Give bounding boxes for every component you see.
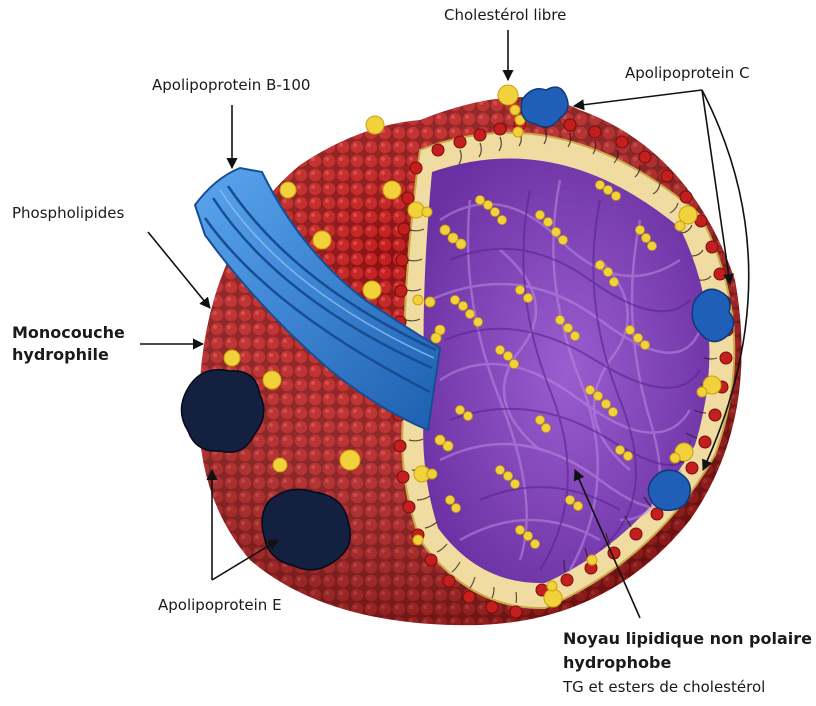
surface-cholesterol [273, 458, 287, 472]
label-apolipoprotein-b100: Apolipoprotein B-100 [152, 76, 310, 94]
surface-cholesterol [340, 450, 360, 470]
arrow-apo-c-top [574, 90, 702, 106]
apo-e-blob-upper [181, 370, 263, 453]
free-cholesterol-marker [498, 85, 518, 105]
label-monolayer-line2: hydrophile [12, 344, 109, 365]
surface-cholesterol [366, 116, 384, 134]
surface-cholesterol [280, 182, 296, 198]
label-cholesterol-free: Cholestérol libre [444, 6, 566, 24]
surface-cholesterol [363, 281, 381, 299]
label-core-line1: Noyau lipidique non polaire [563, 628, 812, 649]
label-monolayer-line1: Monocouche [12, 322, 125, 343]
lipoprotein-sphere [181, 85, 741, 625]
label-phospholipids: Phospholipides [12, 204, 124, 222]
surface-cholesterol [383, 181, 401, 199]
surface-cholesterol [224, 350, 240, 366]
apo-e-blob-lower [262, 489, 350, 570]
surface-cholesterol [313, 231, 331, 249]
label-apolipoprotein-c: Apolipoprotein C [625, 64, 750, 82]
surface-cholesterol [263, 371, 281, 389]
apo-c-blob-bottom [648, 470, 690, 510]
label-core-line2: hydrophobe [563, 652, 671, 673]
label-core-line3: TG et esters de cholestérol [563, 678, 765, 696]
cutaway-interior [393, 85, 734, 618]
arrow-phospholipids [148, 232, 210, 308]
label-apolipoprotein-e: Apolipoprotein E [158, 596, 282, 614]
